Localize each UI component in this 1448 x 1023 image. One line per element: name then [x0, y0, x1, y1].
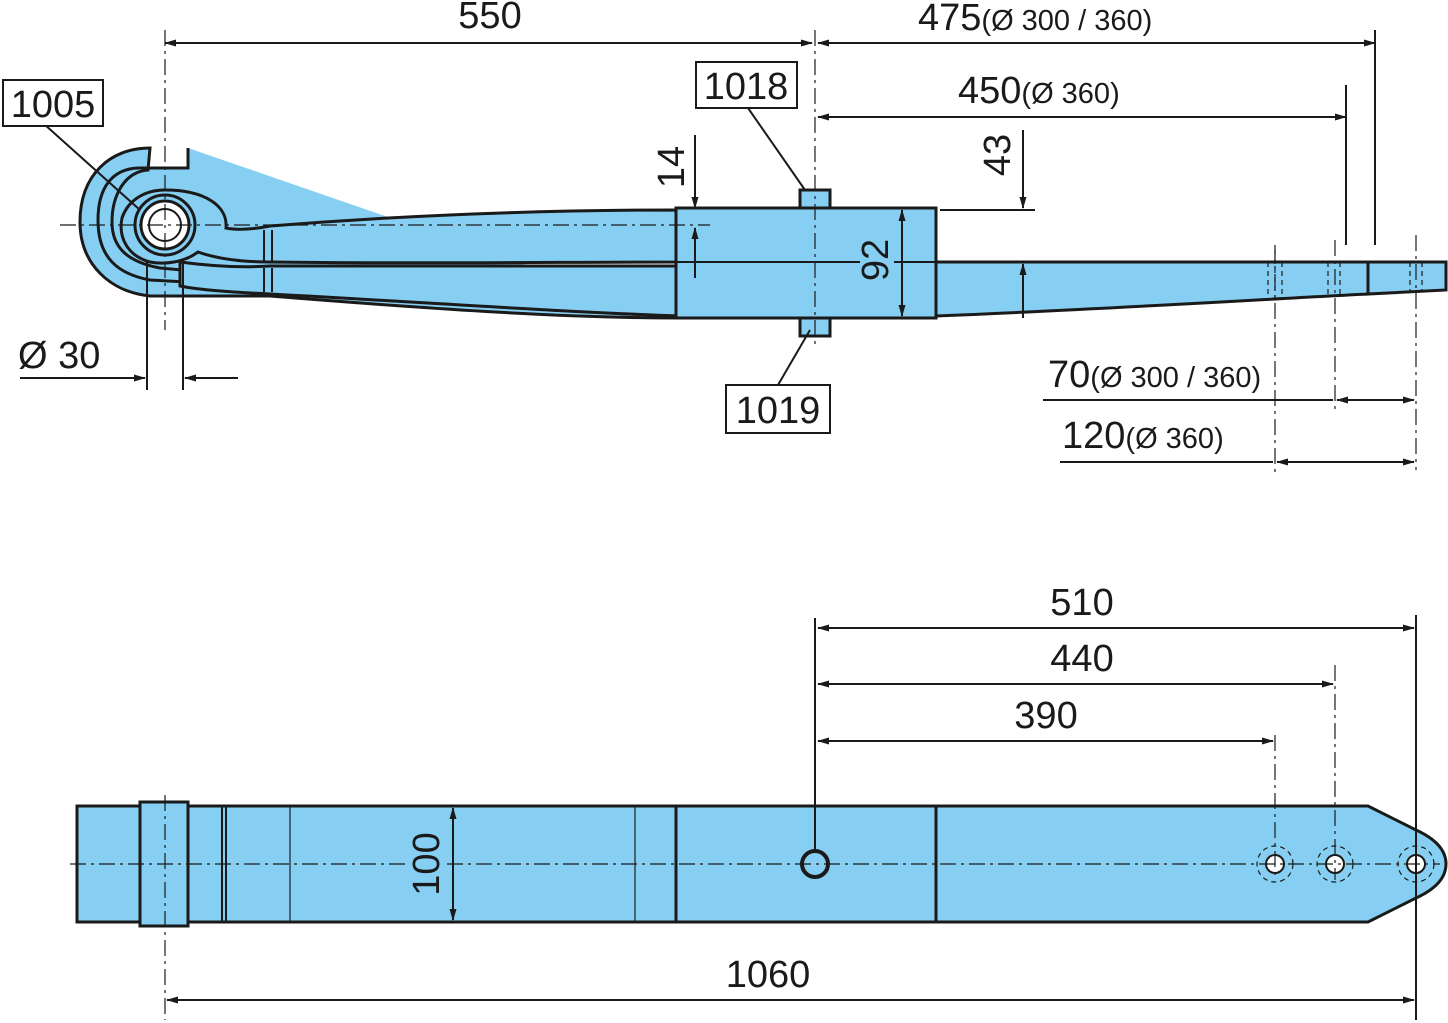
dim-label-475: 475(Ø 300 / 360) — [918, 0, 1152, 39]
leader-1019 — [777, 329, 811, 386]
dim-label-43: 43 — [977, 134, 1019, 176]
callout-1005: 1005 — [11, 84, 96, 126]
dim-label-440: 440 — [1050, 638, 1113, 680]
label-backing — [408, 830, 444, 896]
dim-label-510: 510 — [1050, 582, 1113, 624]
plan-view: 510 440 390 100 1060 — [70, 582, 1448, 1020]
side-view: 550 475(Ø 300 / 360) 450(Ø 360) 14 43 92… — [2, 0, 1448, 472]
callout-box-1018 — [695, 61, 798, 109]
callout-1019: 1019 — [736, 390, 821, 432]
leader-1018 — [747, 107, 806, 191]
dim-label-390: 390 — [1014, 695, 1077, 737]
dim-label-dia30: Ø 30 — [18, 335, 100, 377]
dim-label-550: 550 — [458, 0, 521, 37]
callout-box-1005 — [2, 79, 104, 127]
leader-1005 — [43, 123, 141, 211]
label-backing — [860, 238, 894, 286]
dim-label-120: 120(Ø 360) — [1062, 415, 1224, 457]
main-leaf — [119, 188, 682, 265]
dim-label-14: 14 — [651, 146, 693, 188]
callout-box-1019 — [725, 384, 831, 434]
callout-1018: 1018 — [704, 66, 789, 108]
leaf-tapered-end — [934, 260, 1370, 318]
dim-label-100: 100 — [406, 832, 448, 895]
dim-label-450: 450(Ø 360) — [958, 70, 1120, 112]
dim-label-92: 92 — [855, 239, 897, 281]
leaf-tip — [1366, 260, 1448, 296]
dim-label-1060: 1060 — [726, 954, 811, 996]
dim-label-70: 70(Ø 300 / 360) — [1048, 354, 1261, 396]
